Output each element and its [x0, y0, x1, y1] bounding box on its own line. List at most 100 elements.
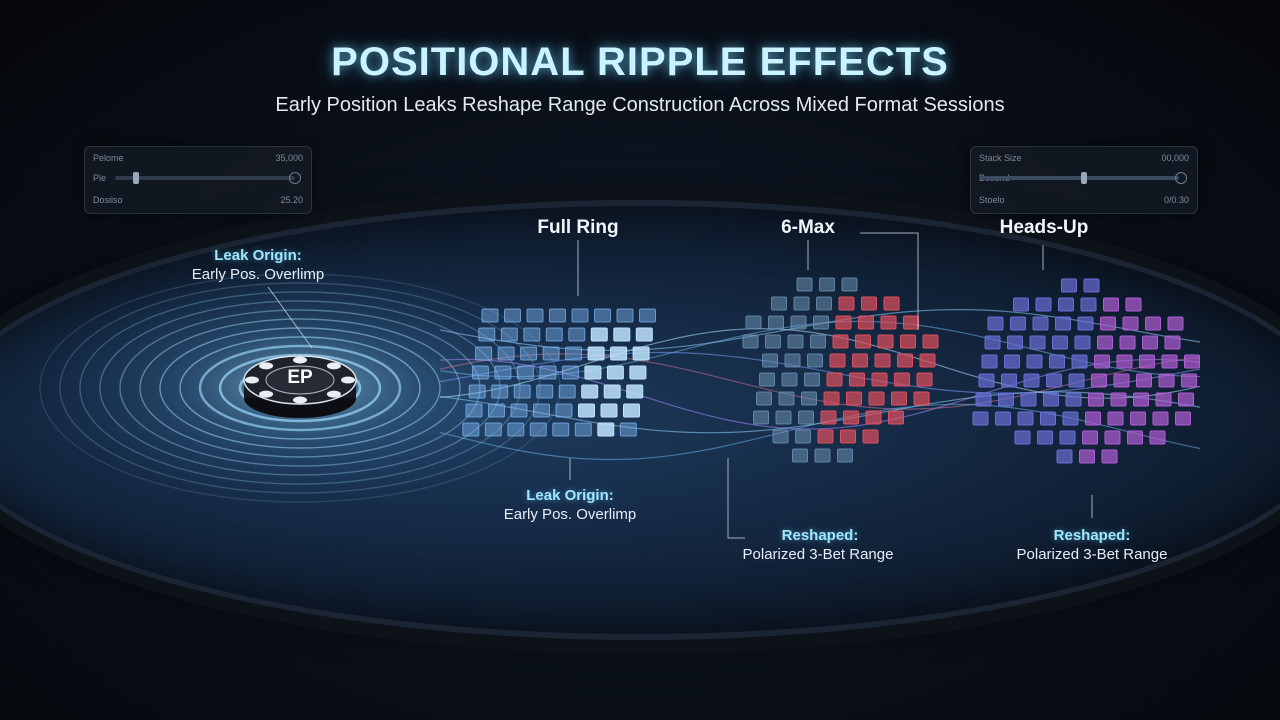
- six-max-cell: [816, 296, 832, 311]
- full-ring-cell: [600, 403, 618, 418]
- heads-up-cell: [1058, 297, 1074, 312]
- full-ring-cell: [549, 308, 566, 323]
- full-ring-cell: [545, 327, 563, 342]
- full-ring-cell: [529, 422, 547, 437]
- full-ring-cell: [491, 384, 509, 399]
- six-max-cell: [796, 277, 813, 292]
- full-ring-cell: [536, 384, 554, 399]
- full-ring-cell: [616, 308, 634, 323]
- six-max-cell: [894, 372, 910, 387]
- right-knob-icon[interactable]: [1175, 172, 1187, 184]
- heads-up-cell: [1056, 449, 1073, 464]
- grid-leak-text: Early Pos. Overlimp: [503, 506, 637, 523]
- full-ring-cell: [542, 346, 560, 361]
- full-ring-cell: [516, 365, 534, 380]
- right-slider-track[interactable]: [979, 176, 1179, 180]
- full-ring-cell: [639, 308, 656, 323]
- six-max-cell: [862, 429, 879, 444]
- heads-up-cell: [1101, 449, 1118, 464]
- full-ring-cell: [533, 403, 550, 418]
- grid-leak-title: Leak Origin:: [526, 487, 614, 504]
- heads-up-cell: [1085, 411, 1101, 426]
- ripple-ring: [218, 353, 382, 423]
- right-slider-thumb[interactable]: [1081, 172, 1087, 184]
- six-max-cell: [804, 372, 820, 387]
- six-max-cell: [792, 448, 808, 463]
- full-ring-cell: [478, 327, 496, 342]
- full-ring-cell: [581, 384, 599, 399]
- six-max-cell: [793, 296, 810, 311]
- poker-chip-icon[interactable]: [243, 355, 357, 418]
- chip-label: EP: [287, 367, 313, 388]
- heads-up-cell: [1158, 373, 1175, 388]
- heads-up-cell: [1007, 335, 1023, 350]
- heads-up-cell: [1116, 354, 1133, 369]
- six-max-cell: [745, 315, 762, 330]
- six-max-cell: [778, 391, 795, 406]
- six-max-cell: [775, 410, 792, 425]
- six-max-cell: [874, 353, 891, 368]
- heads-up-cell: [1055, 316, 1071, 331]
- heads-up-cell: [981, 354, 998, 369]
- six-max-cell: [883, 296, 900, 311]
- heads-up-cell: [987, 316, 1004, 331]
- full-ring-cell: [475, 346, 493, 361]
- six-max-cell: [832, 334, 849, 349]
- six-max-cell: [868, 391, 885, 406]
- heads-up-cell: [1065, 392, 1082, 407]
- heads-up-cell: [1083, 278, 1100, 293]
- six-max-cell: [841, 277, 858, 292]
- full-ring-cell: [632, 346, 650, 361]
- full-ring-cell: [494, 365, 512, 380]
- six-max-cell: [762, 353, 778, 368]
- left-row3-label: Dosiiso: [93, 195, 123, 205]
- six-max-cell: [919, 353, 936, 368]
- six-max-cell: [891, 391, 907, 406]
- chip-stripe: [293, 396, 307, 404]
- full-ring-cell: [590, 327, 608, 342]
- hu-reshaped-text: Polarized 3-Bet Range: [1016, 546, 1168, 563]
- left-slider-track[interactable]: [115, 176, 295, 180]
- chip-stripe: [326, 362, 341, 370]
- full-ring-cell: [568, 327, 586, 342]
- six-max-cell: [771, 296, 787, 311]
- full-ring-cell: [571, 308, 589, 323]
- heads-up-cell: [1079, 449, 1095, 464]
- left-knob-icon[interactable]: [289, 172, 301, 184]
- full-ring-cell: [481, 308, 499, 323]
- six-max-cell: [837, 448, 853, 463]
- heads-up-cell: [1017, 411, 1034, 426]
- full-ring-cell: [497, 346, 515, 361]
- six-max-cell: [900, 334, 916, 349]
- six-max-cell: [742, 334, 759, 349]
- heads-up-cell: [1104, 430, 1121, 445]
- heads-up-cell: [1119, 335, 1136, 350]
- full-ring-cell: [594, 308, 611, 323]
- full-ring-cell: [510, 403, 528, 418]
- chip-stripe: [326, 390, 341, 398]
- heads-up-cell: [1014, 430, 1031, 445]
- six-max-cell: [807, 353, 823, 368]
- heads-up-cell: [1082, 430, 1098, 445]
- left-slider-thumb[interactable]: [133, 172, 139, 184]
- right-row3-value: 0/0.30: [1163, 195, 1189, 205]
- ripple-ring: [59, 282, 541, 494]
- left-row2-label: Ple: [93, 173, 107, 183]
- six-max-cell: [840, 429, 856, 444]
- heads-up-cell: [1035, 297, 1052, 312]
- heads-up-cell: [1103, 297, 1119, 312]
- page-title: POSITIONAL RIPPLE EFFECTS: [331, 40, 949, 84]
- heads-up-cell: [1130, 411, 1146, 426]
- full-ring-cell: [587, 346, 605, 361]
- chip-leak-title: Leak Origin:: [214, 247, 302, 264]
- full-ring-cell: [561, 365, 579, 380]
- full-ring-cell: [555, 403, 573, 418]
- wave-line: [439, 358, 1201, 430]
- sixmax-reshaped-title: Reshaped:: [781, 527, 859, 544]
- heads-up-cell: [1164, 335, 1181, 350]
- full-ring-cell: [507, 422, 525, 437]
- ep-chip[interactable]: EP: [238, 345, 362, 415]
- heads-up-cell: [1001, 373, 1017, 388]
